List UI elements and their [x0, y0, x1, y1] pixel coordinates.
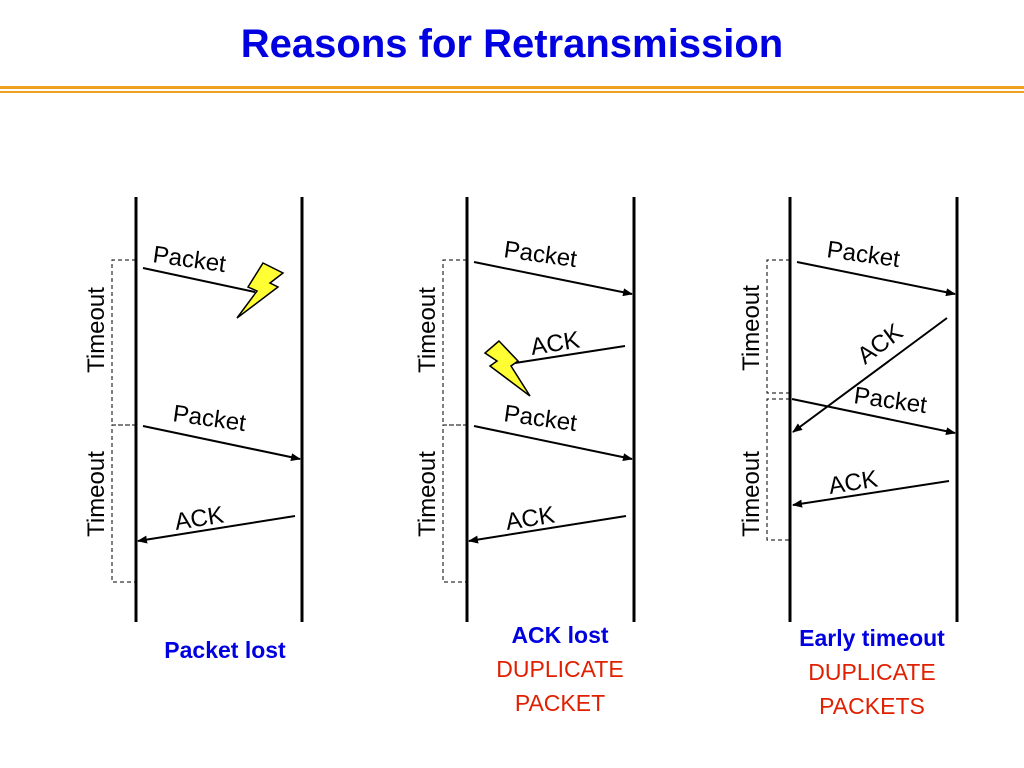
ack-label: ACK — [173, 502, 226, 536]
ack-label: ACK — [529, 327, 582, 361]
scenario-ack-lost: Timeout Timeout Packet ACK Packet ACK — [414, 197, 636, 622]
title-rule-top — [0, 86, 1024, 89]
timeout-bracket — [766, 398, 790, 541]
ack-arrow — [792, 480, 950, 508]
packet-label: Packet — [502, 236, 579, 273]
packet-arrow — [796, 261, 956, 297]
ack-arrow — [792, 317, 948, 433]
caption-title: Packet lost — [164, 637, 286, 663]
packet-arrow — [473, 425, 633, 462]
timeout-bracket — [111, 424, 136, 583]
timeout-bracket — [442, 259, 467, 426]
packet-label: Packet — [825, 236, 902, 273]
caption-packet-lost: Packet lost — [125, 633, 325, 667]
lost-packet-arrow — [142, 267, 256, 293]
ack-arrow — [137, 515, 296, 544]
timeout-bracket — [766, 259, 790, 394]
slide-title: Reasons for Retransmission — [240, 22, 784, 66]
timeout-bracket — [111, 259, 136, 426]
ack-arrow — [468, 515, 627, 544]
packet-arrow — [142, 425, 301, 462]
timeout-label: Timeout — [414, 287, 441, 373]
caption-title: ACK lost — [511, 622, 609, 648]
ack-label: ACK — [827, 466, 880, 500]
timeout-label: Timeout — [414, 451, 441, 537]
caption-title: Early timeout — [799, 625, 945, 651]
timeout-label: Timeout — [83, 451, 110, 537]
caption-early-timeout: Early timeout DUPLICATE PACKETS — [762, 621, 982, 723]
caption-sub: PACKETS — [819, 693, 925, 719]
timeout-label: Timeout — [83, 287, 110, 373]
scenario-packet-lost: Timeout Timeout Packet Packet ACK — [83, 197, 304, 622]
caption-sub: DUPLICATE — [496, 656, 624, 682]
packet-label: Packet — [171, 400, 248, 437]
timeout-label: Timeout — [738, 451, 765, 537]
lightning-bolt-icon — [236, 262, 285, 319]
caption-ack-lost: ACK lost DUPLICATE PACKET — [450, 618, 670, 720]
ack-label: ACK — [504, 502, 557, 536]
caption-sub: DUPLICATE — [808, 659, 936, 685]
timeout-label: Timeout — [738, 285, 765, 371]
packet-arrow — [473, 261, 633, 297]
ack-label: ACK — [852, 319, 908, 370]
caption-sub: PACKET — [514, 690, 606, 716]
lost-ack-arrow — [514, 345, 626, 364]
timeout-bracket — [442, 424, 467, 583]
scenario-early-timeout: Timeout Timeout Packet ACK Packet ACK — [738, 197, 959, 622]
lightning-bolt-icon — [483, 339, 531, 397]
packet-arrow — [791, 398, 956, 436]
packet-label: Packet — [502, 400, 579, 437]
title-rule-bottom — [0, 91, 1024, 93]
